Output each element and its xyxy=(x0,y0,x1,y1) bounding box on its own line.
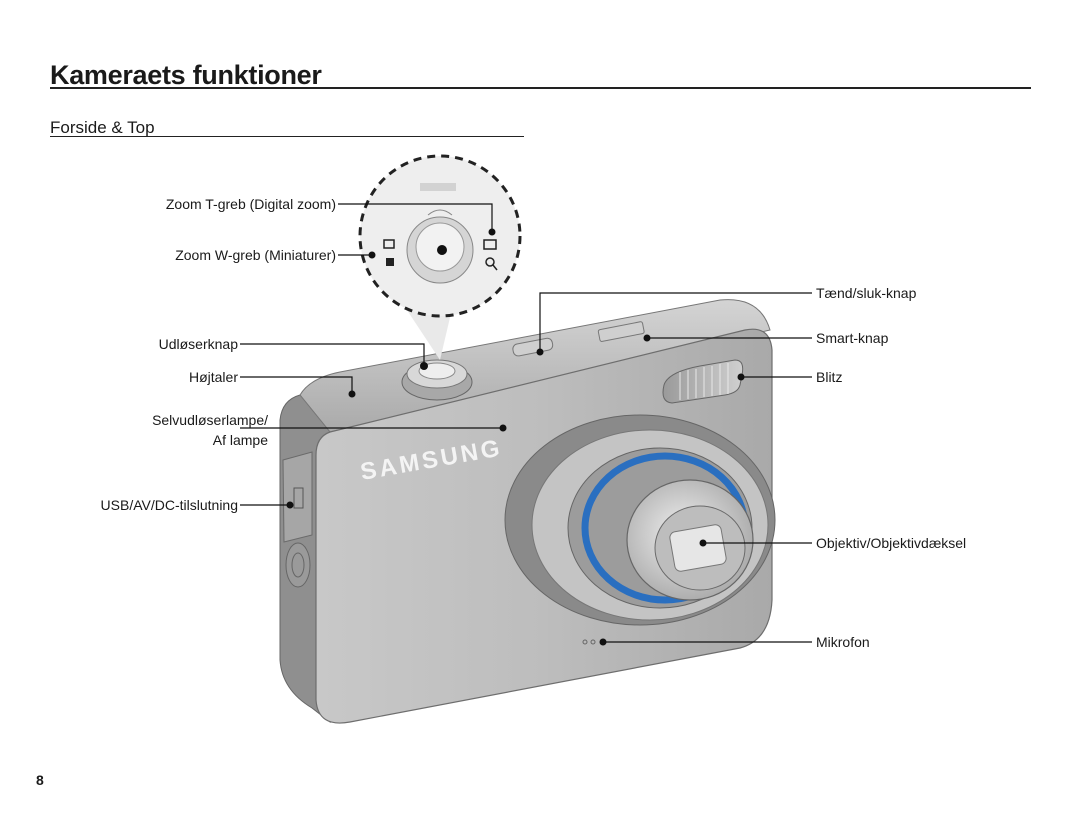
label-lens: Objektiv/Objektivdæksel xyxy=(816,535,967,551)
label-mic: Mikrofon xyxy=(816,634,870,650)
section-subtitle: Forside & Top xyxy=(50,118,155,137)
label-usb: USB/AV/DC-tilslutning xyxy=(100,497,238,513)
callout-dots xyxy=(286,228,745,646)
label-zoom-w: Zoom W-greb (Miniaturer) xyxy=(175,247,336,263)
label-speaker: Højtaler xyxy=(188,369,238,385)
label-power: Tænd/sluk-knap xyxy=(816,285,917,301)
callout-lines xyxy=(240,203,812,643)
label-self-timer-1: Selvudløserlampe/ xyxy=(152,412,268,428)
label-zoom-t: Zoom T-greb (Digital zoom) xyxy=(165,196,336,212)
page-number: 8 xyxy=(36,772,44,788)
label-self-timer-2: Af lampe xyxy=(212,432,268,448)
shutter-button xyxy=(401,359,473,401)
subtitle-rule xyxy=(50,136,524,137)
lens-assembly xyxy=(504,414,776,626)
flash-window xyxy=(662,359,744,404)
label-smart: Smart-knap xyxy=(816,330,889,346)
label-flash: Blitz xyxy=(816,369,843,385)
label-shutter: Udløserknap xyxy=(158,336,238,352)
title-rule xyxy=(50,87,1031,89)
zoom-lever-detail xyxy=(358,154,522,360)
page-title: Kameraets funktioner xyxy=(50,60,322,90)
